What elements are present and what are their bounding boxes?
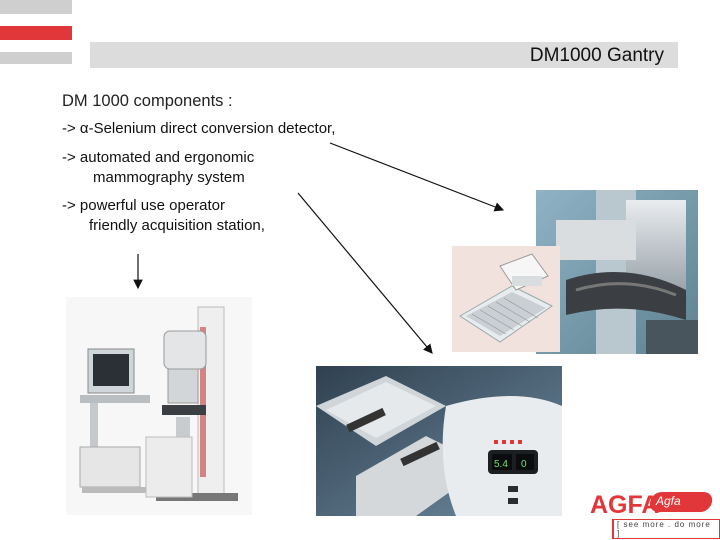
bullet-detector: -> α-Selenium direct conversion detector… [62, 119, 335, 139]
detector-gantry-photo [536, 190, 698, 354]
components-heading: DM 1000 components : [62, 92, 233, 110]
agfa-tagline: [ see more . do more ] [612, 519, 720, 539]
detector-cutaway-image [452, 246, 560, 352]
acquisition-station-photo: 5.4 0 [316, 366, 562, 516]
station-display-right: 0 [521, 459, 527, 470]
bullet-line-continued: mammography system [93, 169, 245, 186]
agfa-logo-text: AGFA [590, 491, 660, 519]
title-bar [90, 42, 678, 68]
arrow-to-detector [329, 142, 505, 212]
bullet-line-continued: friendly acquisition station, [89, 217, 265, 234]
bullet-station: -> powerful use operator friendly acquis… [62, 196, 265, 236]
bullet-line: -> powerful use operator [62, 197, 226, 214]
bullet-system: -> automated and ergonomic mammography s… [62, 148, 254, 188]
slide-title: DM1000 Gantry [529, 45, 664, 66]
bullet-line: -> α-Selenium direct conversion detector… [62, 120, 336, 137]
agfa-logo-badge-text: Agfa [656, 494, 681, 508]
corner-bar-top [0, 0, 72, 14]
corner-bar-red [0, 26, 72, 40]
mammography-system-photo [66, 297, 252, 515]
bullet-line: -> automated and ergonomic [62, 149, 255, 166]
corner-bar-bottom [0, 52, 72, 64]
arrow-to-station [297, 192, 433, 354]
station-display-left: 5.4 [494, 459, 508, 470]
